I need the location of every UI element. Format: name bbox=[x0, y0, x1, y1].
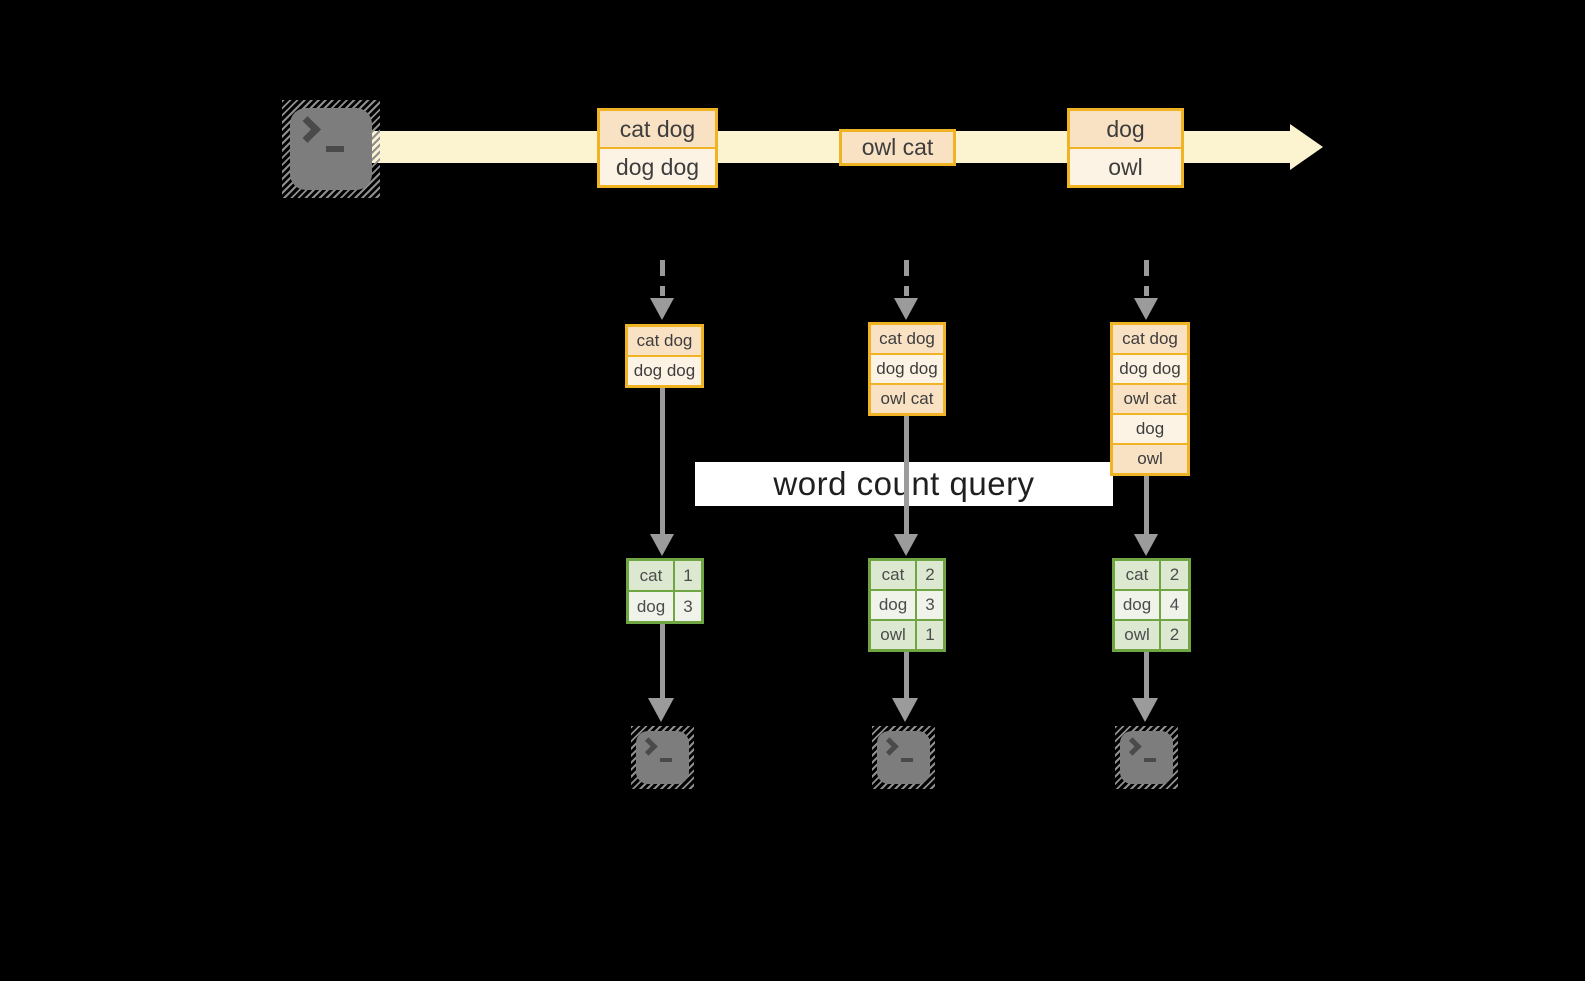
stream-record: cat dog bbox=[600, 111, 715, 147]
state-record: owl cat bbox=[871, 383, 943, 413]
stream-record: dog bbox=[1070, 111, 1181, 147]
result-row: owl 2 bbox=[1115, 619, 1188, 649]
state-box: cat dog dog dog owl cat bbox=[868, 322, 946, 416]
query-arrow bbox=[904, 416, 909, 534]
arrowhead-icon bbox=[1132, 698, 1158, 722]
arrowhead-icon bbox=[650, 534, 674, 556]
state-record: cat dog bbox=[871, 325, 943, 353]
dashed-arrow bbox=[904, 260, 909, 296]
dashed-arrow bbox=[1144, 260, 1149, 296]
result-row: cat 1 bbox=[629, 561, 701, 590]
result-word: owl bbox=[1115, 621, 1161, 649]
state-record: cat dog bbox=[1113, 325, 1187, 353]
state-record: owl cat bbox=[1113, 383, 1187, 413]
sink-terminal-icon bbox=[1115, 726, 1178, 789]
terminal-screen bbox=[877, 731, 930, 784]
prompt-cursor-icon bbox=[326, 146, 344, 152]
stream-record: owl bbox=[1070, 147, 1181, 185]
stream-arrowhead-icon bbox=[1290, 124, 1323, 170]
sink-terminal-icon bbox=[631, 726, 694, 789]
result-word: cat bbox=[871, 561, 917, 589]
terminal-screen bbox=[1120, 731, 1173, 784]
prompt-cursor-icon bbox=[1144, 758, 1156, 762]
result-table: cat 1 dog 3 bbox=[626, 558, 704, 624]
stream-record: owl cat bbox=[842, 132, 953, 163]
sink-arrow bbox=[1144, 652, 1149, 698]
result-count: 1 bbox=[683, 565, 693, 585]
arrowhead-icon bbox=[648, 698, 674, 722]
stream-record-box: cat dog dog dog bbox=[597, 108, 718, 188]
state-record: dog dog bbox=[1113, 353, 1187, 383]
result-count: 4 bbox=[1169, 595, 1180, 614]
result-count: 2 bbox=[1169, 565, 1180, 584]
state-box: cat dog dog dog owl cat dog owl bbox=[1110, 322, 1190, 476]
result-row: cat 2 bbox=[871, 561, 943, 589]
arrowhead-icon bbox=[894, 534, 918, 556]
result-word: cat bbox=[1115, 561, 1161, 589]
arrowhead-icon bbox=[1134, 534, 1158, 556]
state-record: dog dog bbox=[628, 355, 701, 385]
state-record: dog bbox=[1113, 413, 1187, 443]
result-row: dog 3 bbox=[871, 589, 943, 619]
result-table: cat 2 dog 3 owl 1 bbox=[868, 558, 946, 652]
sink-arrow bbox=[904, 652, 909, 698]
result-count: 2 bbox=[1169, 625, 1180, 644]
prompt-cursor-icon bbox=[901, 758, 913, 762]
sink-terminal-icon bbox=[872, 726, 935, 789]
result-word: cat bbox=[629, 561, 675, 590]
dashed-arrow bbox=[660, 260, 665, 296]
result-word: dog bbox=[629, 592, 675, 621]
arrowhead-icon bbox=[892, 698, 918, 722]
source-terminal-icon bbox=[282, 100, 380, 198]
terminal-screen bbox=[636, 731, 689, 784]
result-count: 3 bbox=[925, 595, 935, 614]
stream-record: dog dog bbox=[600, 147, 715, 185]
result-count: 2 bbox=[925, 565, 935, 584]
result-row: dog 3 bbox=[629, 590, 701, 621]
result-word: dog bbox=[1115, 591, 1161, 619]
stream-record-box: owl cat bbox=[839, 129, 956, 166]
result-count: 1 bbox=[925, 625, 935, 644]
state-record: owl bbox=[1113, 443, 1187, 473]
arrowhead-icon bbox=[650, 298, 674, 320]
prompt-cursor-icon bbox=[660, 758, 672, 762]
query-arrow bbox=[1144, 476, 1149, 534]
result-table: cat 2 dog 4 owl 2 bbox=[1112, 558, 1191, 652]
state-record: cat dog bbox=[628, 327, 701, 355]
result-word: owl bbox=[871, 621, 917, 649]
arrowhead-icon bbox=[894, 298, 918, 320]
stream-record-box: dog owl bbox=[1067, 108, 1184, 188]
sink-arrow bbox=[660, 624, 665, 698]
result-row: owl 1 bbox=[871, 619, 943, 649]
arrowhead-icon bbox=[1134, 298, 1158, 320]
state-box: cat dog dog dog bbox=[625, 324, 704, 388]
result-row: cat 2 bbox=[1115, 561, 1188, 589]
result-count: 3 bbox=[683, 596, 693, 616]
state-record: dog dog bbox=[871, 353, 943, 383]
query-arrow bbox=[660, 388, 665, 534]
result-word: dog bbox=[871, 591, 917, 619]
result-row: dog 4 bbox=[1115, 589, 1188, 619]
